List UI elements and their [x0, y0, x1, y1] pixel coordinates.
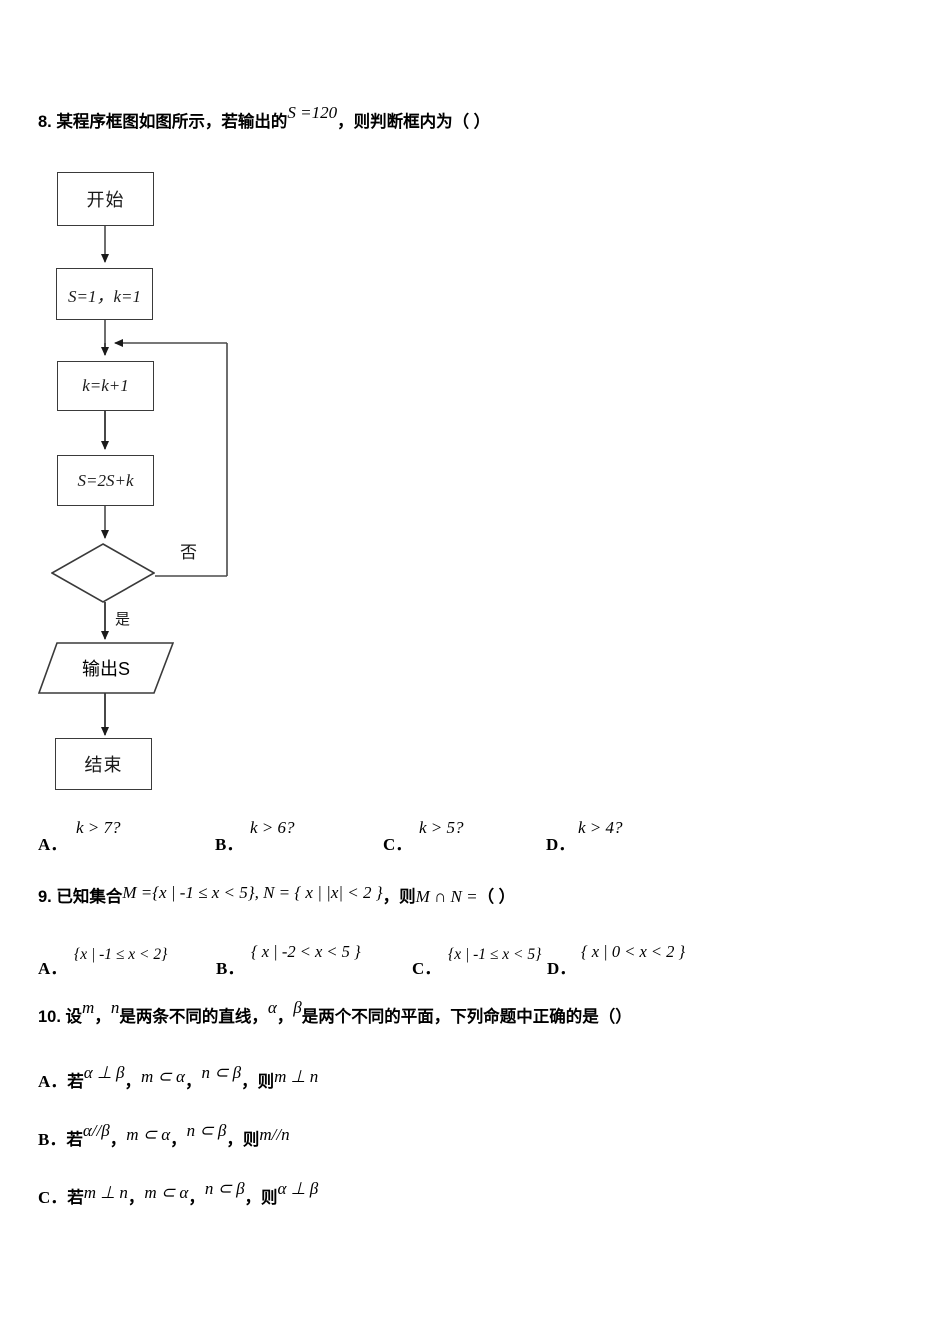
flowchart-node-end: 结束: [55, 738, 152, 790]
question-10-option-b-ze: 则: [242, 1131, 260, 1149]
question-10-option-b-ruo: 若: [66, 1131, 83, 1149]
question-9-option-d-text: { x | 0 < x < 2 }: [581, 942, 686, 961]
question-8-stem-text-1: 某程序框图如图所示，若输出的: [56, 113, 288, 131]
question-9-option-a-text: {x | -1 ≤ x < 2}: [74, 946, 168, 963]
question-10-var-n: n: [110, 998, 120, 1017]
question-10-option-b-sep-3: ，: [226, 1131, 243, 1149]
flowchart-output-shape: [38, 642, 174, 694]
question-10-var-alpha: α: [267, 998, 277, 1017]
question-10-option-a-sep-2: ，: [184, 1073, 202, 1091]
flowchart-node-output-label: 输出S: [81, 659, 130, 679]
question-10-option-c-conclusion: α ⊥ β: [277, 1179, 319, 1198]
question-10-option-c-letter: C．: [38, 1188, 68, 1207]
flowchart-edge-label-yes: 是: [115, 611, 131, 628]
question-10-option-c-ruo: 若: [67, 1189, 84, 1207]
question-10-option-a-conclusion: m ⊥ n: [274, 1067, 319, 1086]
question-9-options: A． {x | -1 ≤ x < 2} B． { x | -2 < x < 5 …: [38, 942, 798, 978]
question-9-number: 9.: [38, 888, 52, 906]
question-9-option-d-letter: D．: [547, 959, 577, 978]
program-flowchart: 开始 S=1，k=1 k=k+1 S=2S+k 否 是: [0, 150, 330, 810]
question-8-number: 8.: [38, 113, 52, 131]
question-9-stem-text-2: ，则: [382, 888, 416, 906]
question-8-option-d-text: k > 4?: [578, 818, 623, 837]
question-8-option-c-text: k > 5?: [419, 818, 464, 837]
question-8-option-b-letter: B．: [215, 835, 244, 854]
question-10-option-a-ruo: 若: [67, 1073, 84, 1091]
question-8-stem-formula: S =120: [287, 103, 338, 122]
flowchart-node-init: S=1，k=1: [56, 268, 153, 320]
question-10-option-c-cond-3: n ⊂ β: [204, 1179, 245, 1198]
flowchart-edge-label-no: 否: [180, 543, 197, 562]
question-9-stem: 9. 已知集合M ={x | -1 ≤ x < 5}, N = { x | |x…: [38, 884, 516, 906]
question-10-var-m: m: [82, 998, 95, 1017]
flowchart-node-start-label: 开始: [86, 190, 125, 210]
question-10-option-c: C．若m ⊥ n，m ⊂ α，n ⊂ β，则α ⊥ β: [38, 1180, 318, 1207]
question-10-option-c-ze: 则: [261, 1189, 278, 1207]
question-10-option-a-cond-2: m ⊂ α: [140, 1067, 185, 1086]
question-9-stem-text-3: （ ）: [477, 888, 516, 906]
flowchart-node-start: 开始: [57, 172, 154, 226]
question-10-stem-text-a: 设: [65, 1008, 83, 1026]
flowchart-decision-shape: [50, 543, 156, 603]
question-10-option-b-cond-2: m ⊂ α: [126, 1125, 171, 1144]
question-10-comma-1: ，: [94, 1008, 111, 1026]
question-10-option-a-cond-1: α ⊥ β: [83, 1063, 125, 1082]
question-10-option-a-cond-3: n ⊂ β: [201, 1063, 242, 1082]
question-9-stem-formula: M ={x | -1 ≤ x < 5}, N = { x | |x| < 2 }: [122, 883, 383, 902]
question-10-stem-text-b: 是两条不同的直线，: [119, 1008, 268, 1026]
flowchart-node-decision: [50, 543, 156, 603]
question-9-option-c-letter: C．: [412, 959, 442, 978]
question-10-stem-text-c: 是两个不同的平面，下列命题中正确的是（）: [301, 1008, 632, 1026]
question-10-option-c-sep-1: ，: [127, 1189, 145, 1207]
flowchart-node-end-label: 结束: [84, 755, 123, 775]
question-8-option-c-letter: C．: [383, 835, 413, 854]
question-8-option-d-letter: D．: [546, 835, 576, 854]
question-10-option-b-cond-3: n ⊂ β: [186, 1121, 227, 1140]
question-10-option-a-sep-1: ，: [124, 1073, 141, 1091]
question-9-stem-text-1: 已知集合: [56, 888, 123, 906]
flowchart-node-accumulate: S=2S+k: [57, 455, 154, 506]
question-10-option-b-letter: B．: [38, 1130, 67, 1149]
question-8-stem: 8. 某程序框图如图所示，若输出的S =120，则判断框内为（ ）: [38, 104, 491, 131]
question-10-comma-2: ，: [276, 1008, 294, 1026]
question-9-option-b-letter: B．: [216, 959, 245, 978]
question-10-option-b-sep-1: ，: [109, 1131, 127, 1149]
question-8-option-b-text: k > 6?: [250, 818, 295, 837]
question-10-option-c-cond-2: m ⊂ α: [144, 1183, 189, 1202]
question-10-option-a-letter: A．: [38, 1072, 68, 1091]
question-9-option-c-text: {x | -1 ≤ x < 5}: [448, 946, 542, 963]
question-8-option-a-letter: A．: [38, 835, 68, 854]
question-10-option-b-sep-2: ，: [170, 1131, 187, 1149]
question-8-options: A． k > 7? B． k > 6? C． k > 5? D． k > 4?: [38, 818, 738, 854]
question-9-option-a-letter: A．: [38, 959, 68, 978]
question-10-option-b-cond-1: α//β: [82, 1121, 110, 1140]
flowchart-node-output: 输出S: [38, 642, 174, 694]
flowchart-node-decision-label: [51, 543, 155, 603]
question-8-stem-text-2: ，则判断框内为（ ）: [337, 113, 491, 131]
question-9-option-b-text: { x | -2 < x < 5 }: [251, 942, 361, 961]
question-8-option-a-text: k > 7?: [76, 818, 121, 837]
question-10-stem: 10. 设m，n是两条不同的直线，α，β是两个不同的平面，下列命题中正确的是（）: [38, 999, 632, 1026]
flowchart-node-accumulate-label: S=2S+k: [77, 470, 134, 490]
question-10-number: 10.: [38, 1008, 61, 1026]
question-10-option-c-cond-1: m ⊥ n: [83, 1183, 128, 1202]
flowchart-node-increment-label: k=k+1: [82, 376, 129, 395]
question-10-option-a-sep-3: ，: [241, 1073, 258, 1091]
question-10-option-a: A．若α ⊥ β，m ⊂ α，n ⊂ β，则m ⊥ n: [38, 1064, 318, 1091]
question-10-option-b: B．若α//β，m ⊂ α，n ⊂ β，则m//n: [38, 1122, 290, 1149]
flowchart-node-init-label: S=1，k=1: [68, 286, 141, 306]
question-10-var-beta: β: [293, 998, 302, 1017]
question-10-option-a-ze: 则: [257, 1073, 275, 1091]
question-10-option-c-sep-2: ，: [188, 1189, 205, 1207]
question-10-option-c-sep-3: ，: [244, 1189, 262, 1207]
flowchart-node-increment: k=k+1: [57, 361, 154, 411]
flowchart-connectors: [101, 226, 228, 736]
question-9-stem-formula-2: M ∩ N =: [415, 887, 478, 906]
question-10-option-b-conclusion: m//n: [259, 1125, 290, 1144]
